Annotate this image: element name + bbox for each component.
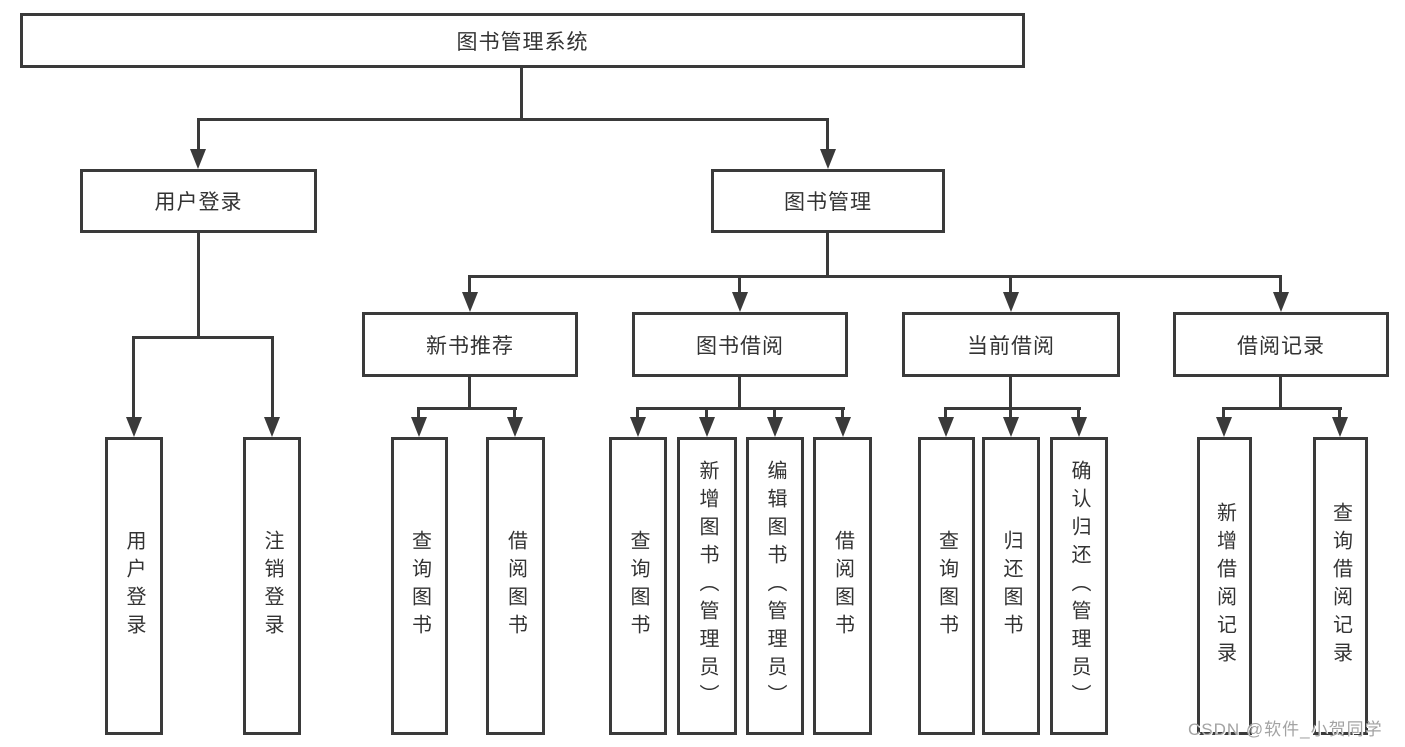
connector-new-book-stem bbox=[468, 377, 471, 410]
arrow-down-icon bbox=[835, 417, 851, 437]
arrow-down-icon bbox=[1071, 417, 1087, 437]
arrow-down-icon bbox=[462, 292, 478, 312]
node-book-borrow-label: 图书借阅 bbox=[696, 334, 784, 358]
node-book-management: 图书管理 bbox=[711, 169, 945, 233]
arrow-down-icon bbox=[1216, 417, 1232, 437]
connector-book-borrow-stem bbox=[738, 377, 741, 410]
node-new-book-recommend-label: 新书推荐 bbox=[426, 334, 514, 358]
connector-book-management-stem bbox=[826, 233, 829, 277]
connector-book-management-branch bbox=[468, 275, 1282, 278]
connector-to-leaf bbox=[636, 407, 639, 419]
node-user-login-label: 用户登录 bbox=[154, 191, 243, 214]
connector-book-borrow-branch bbox=[636, 407, 845, 410]
arrow-down-icon bbox=[411, 417, 427, 437]
leaf-borrow-books-recommend: 借阅图书 bbox=[486, 437, 545, 735]
leaf-user-login: 用户登录 bbox=[105, 437, 163, 735]
arrow-down-icon bbox=[630, 417, 646, 437]
node-user-login: 用户登录 bbox=[80, 169, 317, 233]
leaf-query-books-current: 查询图书 bbox=[918, 437, 975, 735]
connector-to-leaf bbox=[417, 407, 420, 419]
connector-to-leaf bbox=[1009, 407, 1012, 419]
leaf-logout-label: 注销登录 bbox=[261, 530, 283, 642]
connector-to-leaf bbox=[1077, 407, 1080, 419]
leaf-add-books-admin: 新增图书（管理员） bbox=[677, 437, 737, 735]
connector-to-leaf bbox=[841, 407, 844, 419]
leaf-return-books-label: 归还图书 bbox=[1000, 530, 1022, 642]
node-borrow-records-label: 借阅记录 bbox=[1237, 334, 1325, 358]
connector-to-book-management bbox=[826, 118, 829, 151]
leaf-query-borrow-record-label: 查询借阅记录 bbox=[1329, 502, 1352, 670]
node-book-management-label: 图书管理 bbox=[784, 191, 872, 214]
arrow-down-icon bbox=[938, 417, 954, 437]
arrow-down-icon bbox=[767, 417, 783, 437]
csdn-watermark: CSDN @软件_小贺同学 bbox=[1188, 720, 1383, 739]
node-borrow-records: 借阅记录 bbox=[1173, 312, 1389, 377]
leaf-edit-books-admin: 编辑图书（管理员） bbox=[746, 437, 804, 735]
connector-current-borrow-branch bbox=[944, 407, 1081, 410]
node-library-system-label: 图书管理系统 bbox=[456, 30, 589, 54]
node-library-system: 图书管理系统 bbox=[20, 13, 1025, 68]
connector-to-leaf bbox=[944, 407, 947, 419]
arrow-down-icon bbox=[190, 149, 206, 169]
leaf-add-books-admin-label: 新增图书（管理员） bbox=[696, 460, 718, 712]
arrow-down-icon bbox=[732, 292, 748, 312]
leaf-confirm-return-admin: 确认归还（管理员） bbox=[1050, 437, 1108, 735]
connector-to-leaf bbox=[271, 336, 274, 419]
leaf-logout: 注销登录 bbox=[243, 437, 301, 735]
connector-to-user-login bbox=[197, 118, 200, 151]
connector-to-new-book bbox=[468, 275, 471, 294]
connector-current-borrow-stem bbox=[1009, 377, 1012, 410]
connector-to-leaf bbox=[1338, 407, 1341, 419]
leaf-borrow-books: 借阅图书 bbox=[813, 437, 872, 735]
connector-user-login-stem bbox=[197, 233, 200, 339]
connector-borrow-records-stem bbox=[1279, 377, 1282, 410]
leaf-edit-books-admin-label: 编辑图书（管理员） bbox=[764, 460, 786, 712]
connector-to-leaf bbox=[773, 407, 776, 419]
arrow-down-icon bbox=[699, 417, 715, 437]
connector-borrow-records-branch bbox=[1222, 407, 1342, 410]
connector-to-book-borrow bbox=[738, 275, 741, 294]
leaf-borrow-books-recommend-label: 借阅图书 bbox=[504, 530, 527, 642]
leaf-query-books-current-label: 查询图书 bbox=[935, 530, 958, 642]
connector-to-current-borrow bbox=[1009, 275, 1012, 294]
connector-to-leaf bbox=[1222, 407, 1225, 419]
leaf-user-login-label: 用户登录 bbox=[123, 530, 145, 642]
leaf-borrow-books-label: 借阅图书 bbox=[831, 530, 854, 642]
arrow-down-icon bbox=[1273, 292, 1289, 312]
connector-to-leaf bbox=[513, 407, 516, 419]
arrow-down-icon bbox=[1003, 292, 1019, 312]
connector-user-login-branch bbox=[132, 336, 274, 339]
connector-to-leaf bbox=[132, 336, 135, 419]
arrow-down-icon bbox=[1332, 417, 1348, 437]
leaf-query-books-borrow: 查询图书 bbox=[609, 437, 667, 735]
connector-to-borrow-records bbox=[1279, 275, 1282, 294]
connector-root-stem bbox=[520, 68, 523, 120]
node-current-borrow-label: 当前借阅 bbox=[967, 334, 1055, 358]
leaf-query-books-borrow-label: 查询图书 bbox=[627, 530, 649, 642]
leaf-add-borrow-record: 新增借阅记录 bbox=[1197, 437, 1252, 735]
connector-new-book-branch bbox=[417, 407, 517, 410]
connector-root-branch bbox=[197, 118, 829, 121]
leaf-query-borrow-record: 查询借阅记录 bbox=[1313, 437, 1368, 735]
arrow-down-icon bbox=[126, 417, 142, 437]
node-current-borrow: 当前借阅 bbox=[902, 312, 1120, 377]
arrow-down-icon bbox=[820, 149, 836, 169]
node-new-book-recommend: 新书推荐 bbox=[362, 312, 578, 377]
connector-to-leaf bbox=[705, 407, 708, 419]
leaf-add-borrow-record-label: 新增借阅记录 bbox=[1213, 502, 1236, 670]
leaf-confirm-return-admin-label: 确认归还（管理员） bbox=[1068, 460, 1090, 712]
node-book-borrow: 图书借阅 bbox=[632, 312, 848, 377]
arrow-down-icon bbox=[1003, 417, 1019, 437]
leaf-return-books: 归还图书 bbox=[982, 437, 1040, 735]
arrow-down-icon bbox=[507, 417, 523, 437]
leaf-query-books-recommend: 查询图书 bbox=[391, 437, 448, 735]
leaf-query-books-recommend-label: 查询图书 bbox=[408, 530, 431, 642]
arrow-down-icon bbox=[264, 417, 280, 437]
